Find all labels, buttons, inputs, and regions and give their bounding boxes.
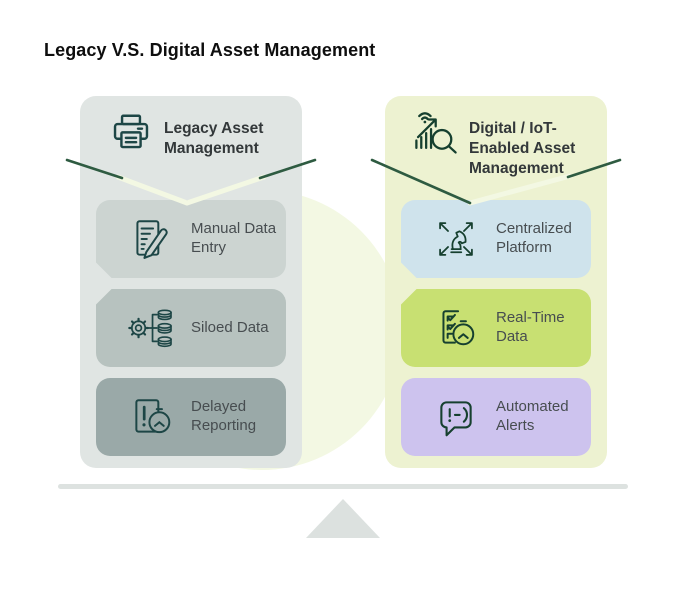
- digital-card-centralized-platform: Centralized Platform: [385, 200, 591, 294]
- delayed-reporting-icon: [135, 399, 171, 434]
- card-label: Manual Data Entry: [191, 220, 277, 256]
- digital-card-automated-alerts: Automated Alerts: [401, 378, 591, 456]
- siloed-data-icon: [128, 309, 172, 348]
- real-time-data-icon: [442, 310, 475, 346]
- card-label: Delayed Reporting: [191, 398, 257, 434]
- envelope-flap-left: [65, 158, 317, 206]
- card-label: Centralized Platform: [496, 220, 572, 256]
- legacy-card-manual-data-entry: Manual Data Entry: [80, 200, 286, 294]
- digital-panel: Digital / IoT-Enabled Asset Management C…: [370, 96, 622, 468]
- balance-beam: [58, 484, 628, 489]
- digital-card-real-time-data: Real-Time Data: [385, 273, 591, 367]
- legacy-panel: Legacy Asset Management Manual Da: [65, 96, 317, 468]
- digital-panel-title: Digital / IoT-Enabled Asset Management: [469, 120, 576, 177]
- envelope-flap-right: [370, 158, 622, 206]
- legacy-card-siloed-data: Siloed Data: [80, 273, 286, 367]
- automated-alerts-icon: [440, 401, 472, 437]
- iot-analytics-icon: [415, 112, 457, 154]
- legacy-panel-title: Legacy Asset Management: [164, 120, 264, 157]
- card-label: Automated Alerts: [496, 398, 569, 434]
- page-title: Legacy V.S. Digital Asset Management: [44, 40, 376, 60]
- manual-data-entry-icon: [136, 220, 168, 259]
- legacy-card-delayed-reporting: Delayed Reporting: [96, 378, 286, 456]
- printer-icon: [113, 114, 149, 149]
- centralized-platform-icon: [439, 222, 473, 256]
- card-label: Siloed Data: [191, 318, 269, 336]
- balance-fulcrum-triangle: [306, 499, 380, 538]
- card-label: Real-Time Data: [496, 309, 565, 345]
